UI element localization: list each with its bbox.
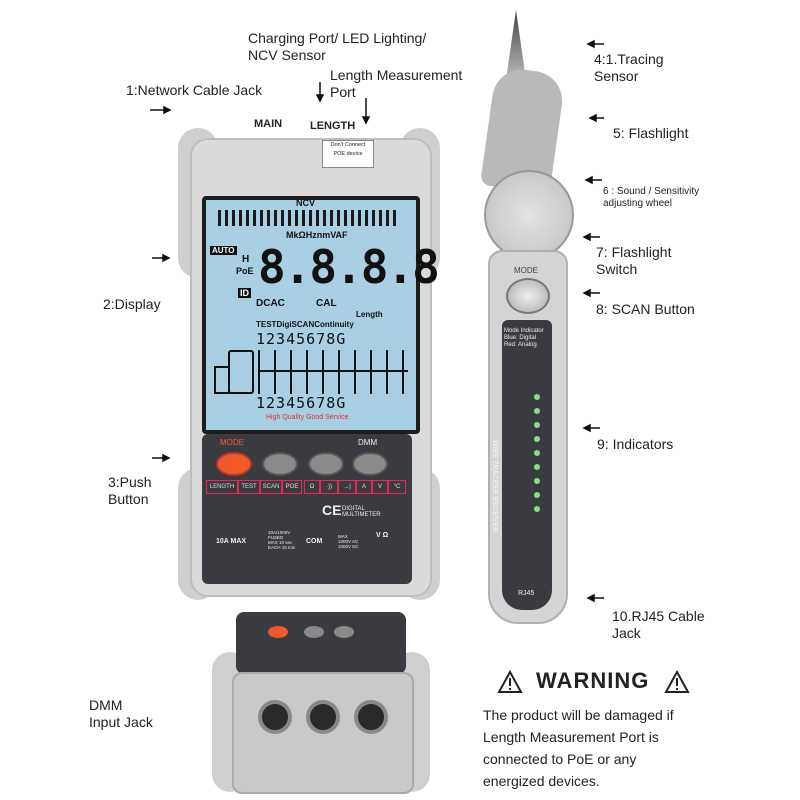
led-6: [534, 464, 540, 470]
length-port-label: Length Measurement Port: [330, 67, 463, 100]
bottom-button-2: [304, 626, 324, 638]
cal-indicator: CAL: [316, 298, 337, 309]
led-2: [534, 408, 540, 414]
rj45-jack-label: 10.RJ45 Cable Jack: [612, 608, 705, 641]
indicators-label: 9: Indicators: [597, 436, 674, 452]
rj45-label: RJ45: [518, 590, 535, 597]
func-length: LENGTH: [206, 480, 238, 494]
wiremap-lines: [258, 350, 408, 394]
tester-bottom-view: [212, 612, 430, 796]
ce-mark: CE: [322, 502, 342, 518]
func-ohm: Ω: [304, 480, 320, 494]
tracker-probe: MODE Mode Indicator Blue: Digital Red: A…: [478, 10, 588, 624]
sensitivity-wheel[interactable]: [484, 170, 574, 260]
modes-text: TESTDigiSCANContinuity: [256, 320, 354, 329]
remote-unit-icon: [228, 350, 254, 394]
wiremap-top-row: 12345678G: [256, 330, 347, 348]
jack-10a-label: 10A MAX: [216, 538, 247, 545]
length-port-label-device: LENGTH: [310, 120, 356, 132]
led-5: [534, 450, 540, 456]
mode-button-label: MODE: [220, 438, 244, 447]
poe-warning-sticker: Don't Connect POE device: [322, 140, 374, 168]
main-digits: 8.8.8.8: [258, 240, 440, 294]
auto-indicator: AUTO: [210, 246, 237, 255]
slogan-text: High Quality Good Service: [266, 414, 349, 421]
charging-port-label: Charging Port/ LED Lighting/ NCV Sensor: [248, 30, 427, 63]
led-8: [534, 492, 540, 498]
ncv-text: NCV: [296, 198, 316, 208]
func-continuity: ·)): [320, 480, 338, 494]
bottom-button-3: [334, 626, 354, 638]
warning-title: WARNING: [536, 668, 650, 693]
h-indicator: H: [242, 254, 250, 265]
func-temp: °C: [388, 480, 406, 494]
dmm-button[interactable]: [352, 452, 388, 476]
main-port-label: MAIN: [254, 118, 283, 130]
mode-indicator-text: Mode Indicator Blue: Digital Red: Analog: [504, 328, 544, 348]
probe-front-strip: [502, 320, 552, 610]
jack-10a[interactable]: [258, 700, 292, 734]
up-button[interactable]: [262, 452, 298, 476]
jack-com[interactable]: [306, 700, 340, 734]
func-poe: POE: [282, 480, 302, 494]
jack-v-label: V Ω: [376, 532, 389, 539]
network-tester: MAIN LENGTH Don't Connect POE device NCV…: [178, 118, 440, 600]
bottom-top-panel: [236, 612, 406, 674]
func-amp: A: [356, 480, 372, 494]
probe-mode-label: MODE: [514, 266, 538, 275]
length-indicator: Length: [356, 310, 383, 319]
id-indicator: ID: [238, 288, 251, 298]
func-diode: →|: [338, 480, 356, 494]
led-4: [534, 436, 540, 442]
led-3: [534, 422, 540, 428]
brand-text: WIRE TRACKER RECEIVER: [491, 440, 498, 533]
func-test: TEST: [238, 480, 260, 494]
flashlight-label: 5: Flashlight: [613, 125, 689, 141]
display-label: 2:Display: [103, 296, 161, 312]
digital-multimeter-text: DIGITAL MULTIMETER: [342, 506, 381, 518]
jack-com-label: COM: [306, 538, 323, 545]
func-scan: SCAN: [260, 480, 282, 494]
dmm-jack-label: DMM Input Jack: [89, 697, 153, 730]
led-g: [534, 506, 540, 512]
push-button-label: 3:Push Button: [108, 474, 152, 507]
warning-triangle-icon: [497, 669, 523, 693]
led-column: [534, 394, 548, 512]
wiremap-bottom-row: 12345678G: [256, 394, 347, 412]
jack-10a-note: 10A/1000V FUSED MAX 10 sec EACH 15 min: [268, 530, 296, 550]
func-volt: V: [372, 480, 388, 494]
warning-body: The product will be damaged if Length Me…: [483, 707, 674, 789]
tracing-sensor-label: 4:1.Tracing Sensor: [594, 51, 664, 84]
led-7: [534, 478, 540, 484]
jack-v-note: MAX 1000V AC 1000V DC: [338, 534, 359, 549]
flashlight-switch-label: 7: Flashlight Switch: [596, 244, 672, 277]
lcd-display: NCV MkΩHznmVAF AUTO H PoE ID 8.8.8.8 DCA…: [202, 196, 440, 434]
dcac-indicator: DCAC: [256, 298, 285, 309]
down-button[interactable]: [308, 452, 344, 476]
jack-v[interactable]: [354, 700, 388, 734]
ncv-bar: [218, 210, 398, 226]
control-panel: MODE DMM LENGTH TEST SCAN POE Ω ·)) →| A…: [202, 434, 412, 584]
bottom-mode-button: [268, 626, 288, 638]
network-jack-label: 1:Network Cable Jack: [126, 82, 263, 98]
sound-wheel-label: 6 : Sound / Sensitivity adjusting wheel: [603, 186, 700, 209]
units-text: MkΩHznmVAF: [286, 230, 348, 240]
warning-triangle-icon-right: [664, 669, 690, 693]
scan-button[interactable]: [506, 278, 550, 314]
dmm-button-label: DMM: [358, 438, 378, 447]
mode-button[interactable]: [216, 452, 252, 476]
led-1: [534, 394, 540, 400]
poe-indicator: PoE: [236, 266, 254, 276]
scan-button-label: 8: SCAN Button: [596, 301, 695, 317]
